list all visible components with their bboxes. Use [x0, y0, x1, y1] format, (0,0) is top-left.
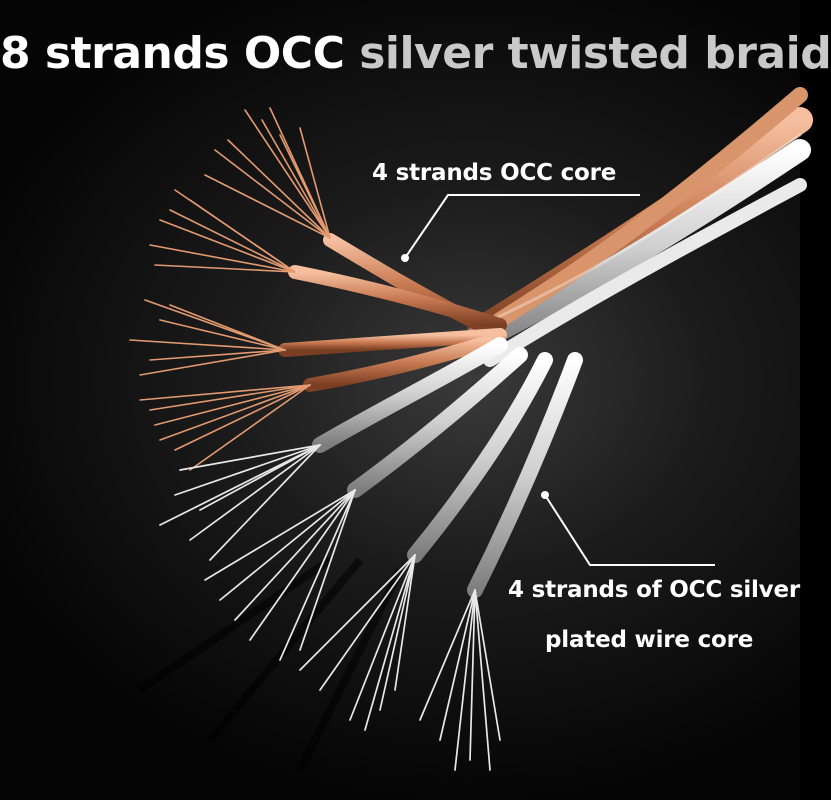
silver-filaments: [159, 444, 501, 771]
cable-braid-photo: [129, 87, 813, 772]
silver-strands: [312, 337, 583, 598]
headline: 8 strands OCC silver twisted braid: [0, 28, 831, 79]
callout-dot-silver: [541, 491, 549, 499]
callout-leader-lines: [404, 194, 715, 566]
braid-trunk: [459, 87, 813, 367]
copper-strands: [278, 233, 507, 392]
headline-part1: 8 strands OCC: [0, 28, 345, 79]
wire-shadows: [137, 556, 404, 772]
headline-part2: silver twisted braid: [359, 28, 831, 79]
callout-silver-core-line1: 4 strands of OCC silver: [508, 577, 801, 603]
callout-copper-core: 4 strands OCC core: [372, 160, 617, 186]
copper-filaments: [129, 107, 331, 471]
callout-silver-core-line2: plated wire core: [545, 627, 754, 653]
callout-dot-copper: [401, 254, 409, 262]
